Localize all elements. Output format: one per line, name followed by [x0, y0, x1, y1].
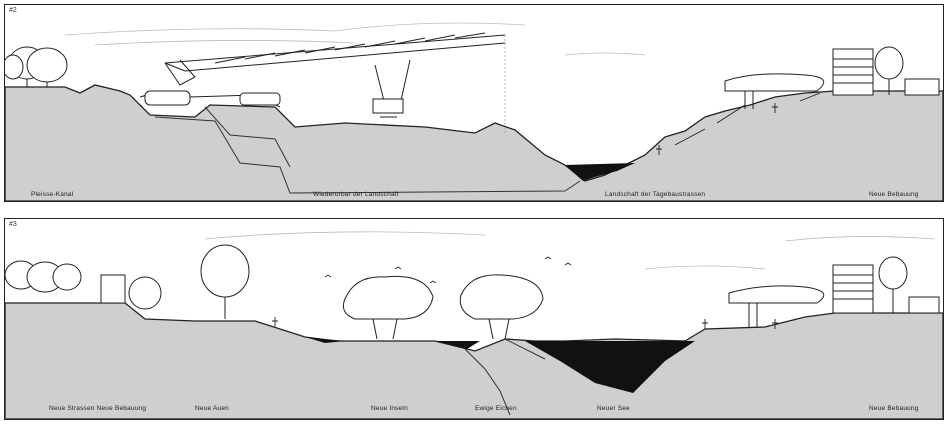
- label-floodplains: Neue Auen: [195, 405, 229, 412]
- panel-number: #2: [9, 7, 17, 14]
- sky-clouds: [64, 22, 646, 56]
- label-mining-landscape: Landschaft der Tagebaustrassen: [605, 191, 706, 198]
- birds: [324, 256, 572, 284]
- ground-profile: [5, 302, 943, 419]
- lake-water: [435, 341, 480, 349]
- conveyor-bridge: [139, 32, 506, 118]
- ground-profile: [5, 84, 943, 201]
- section-3-drawing: [5, 231, 943, 419]
- new-lake-water: [525, 341, 695, 393]
- section-2-drawing: [5, 22, 943, 201]
- trees: [5, 244, 544, 340]
- label-buildings: Neue Bebauung: [869, 405, 919, 412]
- sky-clouds: [204, 231, 936, 270]
- pond-water: [305, 337, 345, 343]
- label-lake: Neuer See: [597, 405, 630, 412]
- figures: [656, 92, 821, 155]
- lake-water: [565, 163, 635, 181]
- strata-lines: [154, 106, 581, 194]
- label-islands: Neue Inseln: [371, 405, 408, 412]
- figures: [272, 317, 778, 329]
- label-buildings: Neue Bebauung: [869, 191, 919, 198]
- label-canal: Pleisse-Kanal: [31, 191, 74, 198]
- trees-left: [5, 46, 68, 87]
- panel-number: #3: [9, 221, 17, 228]
- buildings-right: [724, 46, 940, 109]
- label-oaks: Ewige Eichen: [475, 405, 517, 412]
- section-panel-2: #2 Pleisse-Kanal Wiederurbar der Landsch…: [4, 4, 944, 202]
- section-panel-3: #3 Neue Strassen Neue Bebauung Neue Auen…: [4, 218, 944, 420]
- label-streets-buildings: Neue Strassen Neue Bebauung: [49, 405, 147, 412]
- label-recultivation: Wiederurbar der Landschaft: [313, 191, 399, 198]
- buildings-right: [728, 256, 940, 327]
- strata-lines: [464, 338, 546, 416]
